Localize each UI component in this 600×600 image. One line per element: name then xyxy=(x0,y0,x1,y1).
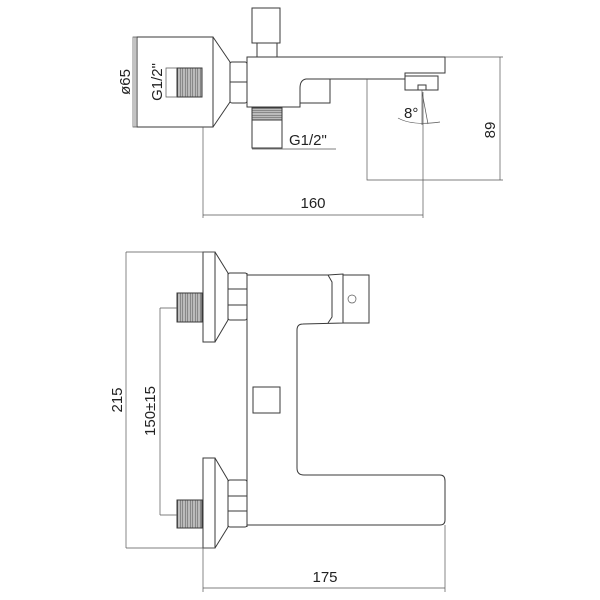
top-nut xyxy=(227,272,248,321)
flange-diameter-label: ø65 xyxy=(117,69,134,95)
outlet-thread xyxy=(251,107,283,121)
inlet-thread-bracket xyxy=(165,67,177,98)
top-flange xyxy=(202,251,216,343)
bottom-flange xyxy=(202,457,216,549)
inlet-thread xyxy=(176,67,203,98)
spout-angle-label: 8° xyxy=(404,105,418,122)
flange-cone xyxy=(212,36,231,128)
diverter-indicator xyxy=(347,294,357,304)
bottom-nut xyxy=(227,479,248,528)
height-label: 89 xyxy=(482,122,499,139)
wall-flange xyxy=(136,36,214,128)
width-label: 175 xyxy=(312,569,337,586)
bottom-inlet-thread xyxy=(176,499,203,529)
total-height-label: 215 xyxy=(109,387,126,412)
inlet-thread-label: G1/2" xyxy=(149,63,166,101)
side-view: G1/2" 8° 89 160 ø65 G1/2" xyxy=(117,7,503,218)
mixer-body xyxy=(246,56,446,108)
mixer-body-front xyxy=(246,273,446,527)
diverter-stem xyxy=(256,42,278,58)
front-view: 215 150±15 175 xyxy=(109,251,446,592)
diverter-knob xyxy=(251,7,281,44)
aerator xyxy=(404,75,439,91)
top-inlet-thread xyxy=(176,292,203,323)
diverter-handle xyxy=(342,274,370,324)
inlet-spacing-label: 150±15 xyxy=(142,386,159,436)
center-square xyxy=(252,386,281,414)
outlet-thread-label: G1/2" xyxy=(289,132,327,149)
depth-label: 160 xyxy=(300,195,325,212)
